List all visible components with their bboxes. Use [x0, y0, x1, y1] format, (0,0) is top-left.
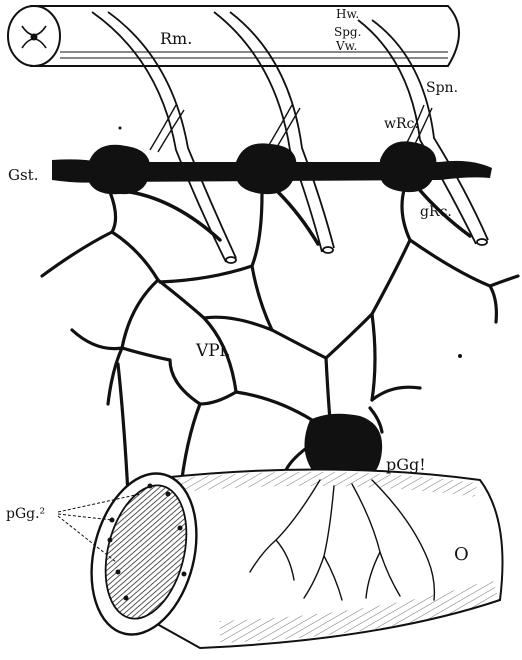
label-vpl: VPl. — [195, 341, 231, 361]
spinal-nerves — [92, 12, 488, 263]
ganglion-1 — [88, 145, 150, 194]
label-gst: Gst. — [8, 166, 38, 184]
label-rm: Rm. — [160, 29, 192, 48]
label-o: O — [454, 544, 469, 565]
spinal-cord-outline — [30, 6, 459, 66]
organ-vessel — [76, 462, 503, 648]
central-canal — [32, 35, 37, 40]
label-grc: gRc. — [420, 204, 452, 220]
sympathetic-trunk — [52, 141, 492, 194]
ganglion-2 — [236, 143, 296, 194]
ganglion-3 — [380, 141, 437, 192]
label-pgg2: pGg.² — [6, 506, 45, 522]
label-vw: Vw. — [335, 39, 357, 53]
label-pgg1: pGg! — [386, 455, 426, 474]
prevertebral-plexus — [42, 190, 518, 494]
label-wrc: wRc. — [384, 116, 419, 132]
spinal-nerve-2 — [214, 12, 334, 253]
grey-rami — [130, 188, 470, 244]
stray-dot — [458, 354, 462, 358]
label-spn: Spn. — [426, 80, 458, 96]
label-hw: Hw. — [336, 7, 359, 21]
stray-dot — [119, 127, 122, 130]
label-spg: Spg. — [334, 25, 361, 39]
